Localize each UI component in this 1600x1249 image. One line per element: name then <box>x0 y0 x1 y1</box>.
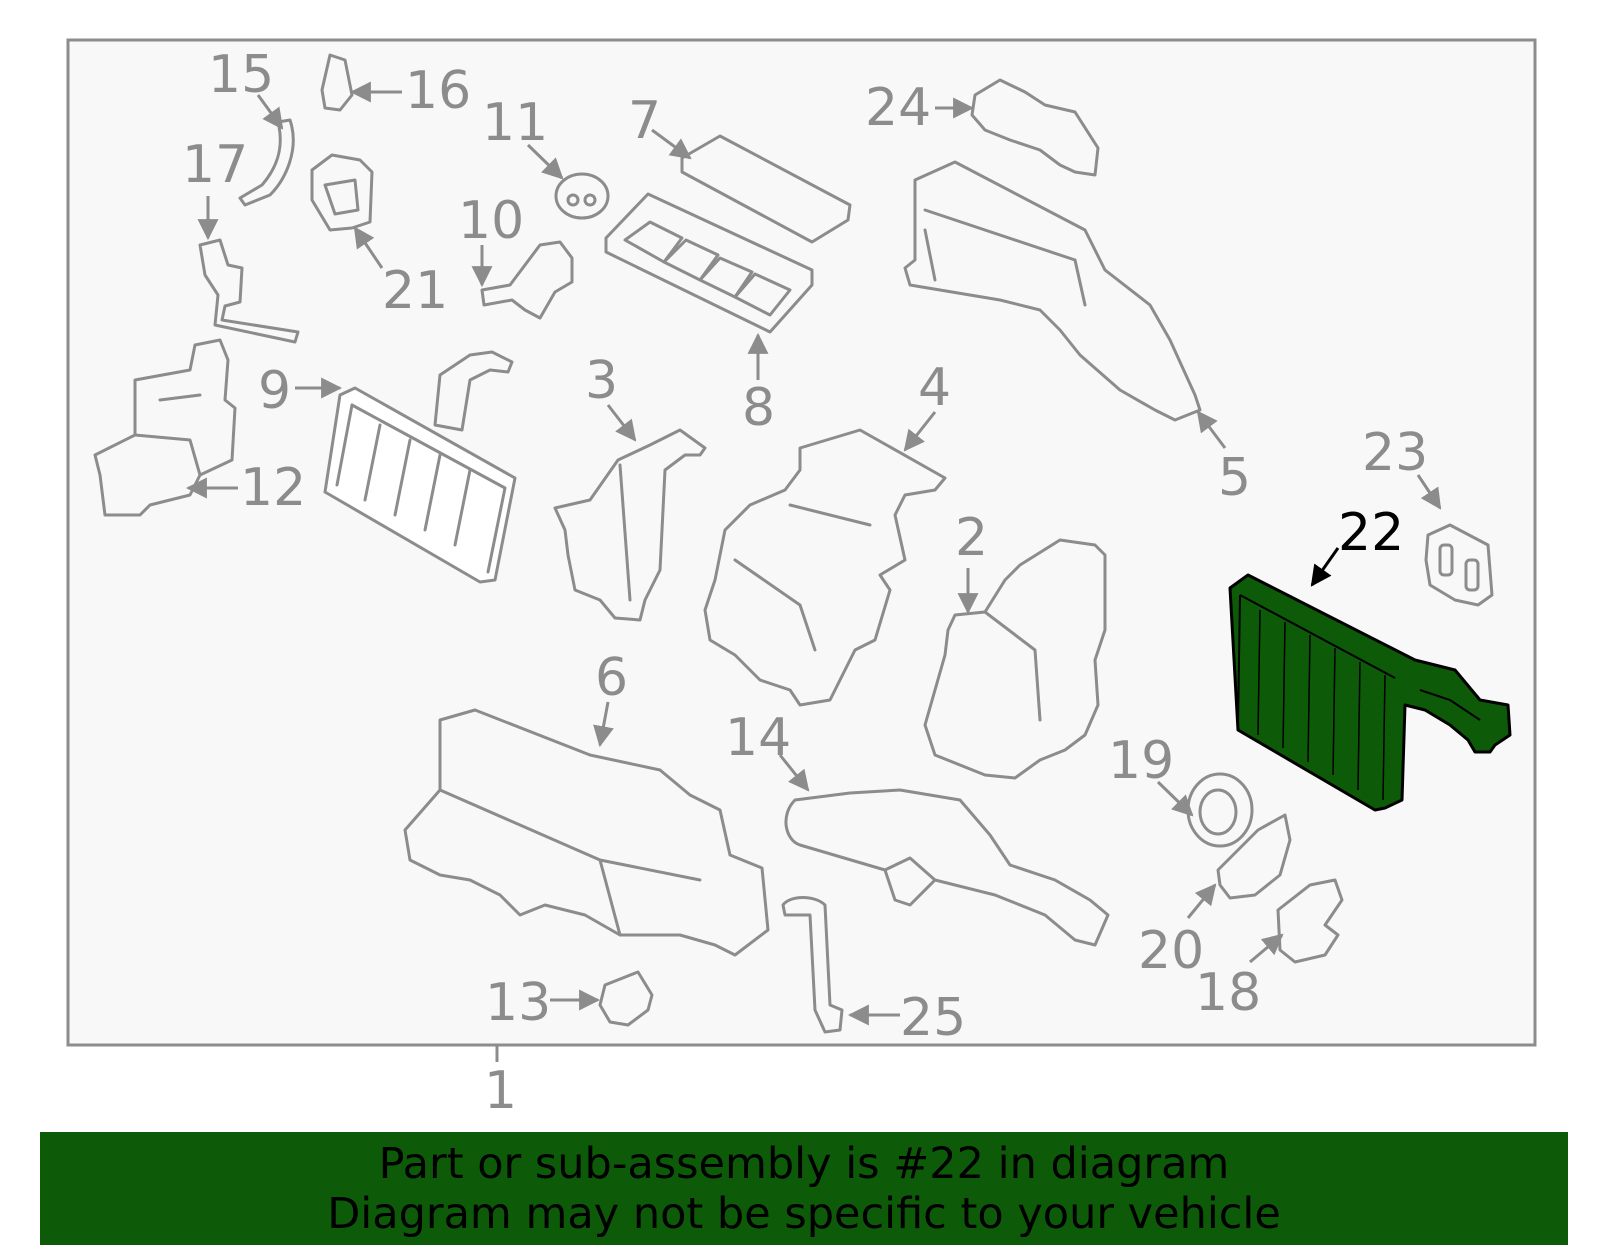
part-11-grommet <box>554 172 610 220</box>
banner-line-1: Part or sub-assembly is #22 in diagram <box>378 1138 1230 1189</box>
callout-6: 6 <box>595 648 628 708</box>
callout-13: 13 <box>485 973 551 1033</box>
part-2-housing <box>923 538 1107 780</box>
part-25-hose <box>781 896 844 1034</box>
callout-19: 19 <box>1108 731 1174 791</box>
callout-2: 2 <box>955 508 988 568</box>
callout-9: 9 <box>258 361 291 421</box>
callout-21: 21 <box>382 261 448 321</box>
callout-11: 11 <box>482 93 548 153</box>
callout-22: 22 <box>1338 503 1404 563</box>
part-5-housing <box>903 160 1202 422</box>
callout-15: 15 <box>208 45 274 105</box>
part-10-bracket <box>480 240 574 320</box>
callout-7: 7 <box>628 91 661 151</box>
callout-10: 10 <box>458 191 524 251</box>
callout-20: 20 <box>1138 921 1204 981</box>
part-15-hose <box>238 118 295 207</box>
part-20-motor <box>1216 813 1292 900</box>
part-17-bracket <box>198 238 300 344</box>
callout-1: 1 <box>484 1061 517 1121</box>
part-14-duct <box>784 788 1110 947</box>
callout-25: 25 <box>900 988 966 1048</box>
callout-8: 8 <box>742 378 775 438</box>
part-16-clip <box>320 53 354 112</box>
diagram-frame <box>66 38 1537 1047</box>
callout-4: 4 <box>918 358 951 418</box>
part-8-filter-frame <box>604 192 814 334</box>
part-22-evaporator <box>1228 573 1512 812</box>
part-18-actuator <box>1276 878 1344 964</box>
part-7-filter <box>680 134 852 244</box>
part-13-sensor <box>598 970 654 1027</box>
callout-24: 24 <box>865 78 931 138</box>
callout-3: 3 <box>585 351 618 411</box>
callout-14: 14 <box>725 708 791 768</box>
banner-line-2: Diagram may not be specific to your vehi… <box>327 1188 1281 1239</box>
part-9-heater-core <box>323 350 517 584</box>
part-23-seal <box>1424 523 1494 607</box>
leaders <box>185 81 1442 1026</box>
info-banner: Part or sub-assembly is #22 in diagram D… <box>40 1132 1568 1245</box>
callout-5: 5 <box>1218 448 1251 508</box>
callout-12: 12 <box>240 458 306 518</box>
callout-23: 23 <box>1362 423 1428 483</box>
part-4-housing <box>703 428 947 707</box>
part-3-bracket <box>553 428 707 622</box>
callout-18: 18 <box>1195 963 1261 1023</box>
callout-16: 16 <box>405 61 471 121</box>
part-21-actuator <box>310 153 374 232</box>
part-24-duct <box>970 78 1100 177</box>
part-12-housing <box>93 338 237 517</box>
part-6-case <box>403 708 770 957</box>
callout-17: 17 <box>182 135 248 195</box>
